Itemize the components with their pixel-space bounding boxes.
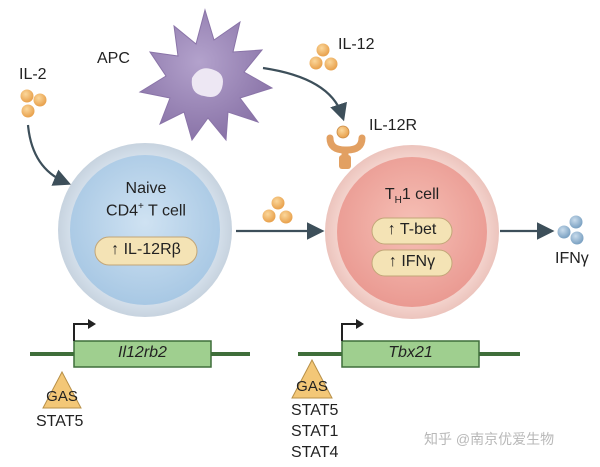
- gene-tbx21-factor-stat1: STAT1: [291, 423, 339, 440]
- gene-tbx21-factor-stat5: STAT5: [291, 402, 339, 419]
- naive-cell-title: Naive: [125, 180, 167, 197]
- th1-badge-ifng: ↑ IFNγ: [388, 253, 436, 270]
- naive-badge-il12rb: ↑ IL-12Rβ: [111, 241, 181, 258]
- gene-il12rb2-factor: STAT5: [36, 413, 84, 430]
- gene-tbx21-promoter: GAS: [296, 378, 328, 395]
- il2-label: IL-2: [19, 66, 47, 83]
- ifng-output-label: IFNγ: [555, 250, 589, 267]
- apc-label: APC: [97, 50, 130, 67]
- il12r-label: IL-12R: [369, 117, 418, 134]
- watermark: 知乎 @南京优爱生物: [424, 431, 555, 447]
- il12-transit-cytokines: [262, 196, 293, 224]
- gene-il12rb2-name: Il12rb2: [118, 344, 167, 361]
- th1-badge-tbet: ↑ T-bet: [387, 221, 437, 238]
- th1-cell-title: TH1 cell: [384, 186, 440, 207]
- apc-to-receptor-arrow: [262, 66, 347, 122]
- il2-cytokines: [20, 89, 47, 118]
- apc-cell: [138, 8, 274, 142]
- th1-cell: [325, 145, 499, 319]
- naive-cell-subtitle: CD4+ T cell: [106, 201, 186, 220]
- gene-tbx21-factor-stat4: STAT4: [291, 444, 339, 461]
- il12-label: IL-12: [338, 36, 375, 53]
- gene-il12rb2: [30, 319, 250, 409]
- gene-tbx21: [291, 319, 520, 399]
- gene-il12rb2-promoter: GAS: [46, 388, 78, 405]
- il12-cytokines: [309, 43, 338, 71]
- gene-tbx21-name: Tbx21: [388, 344, 433, 361]
- il2-to-naive-arrow: [26, 124, 72, 186]
- il12r-receptor: [326, 125, 366, 169]
- naive-cell: [58, 143, 232, 317]
- ifng-cytokines: [557, 215, 584, 245]
